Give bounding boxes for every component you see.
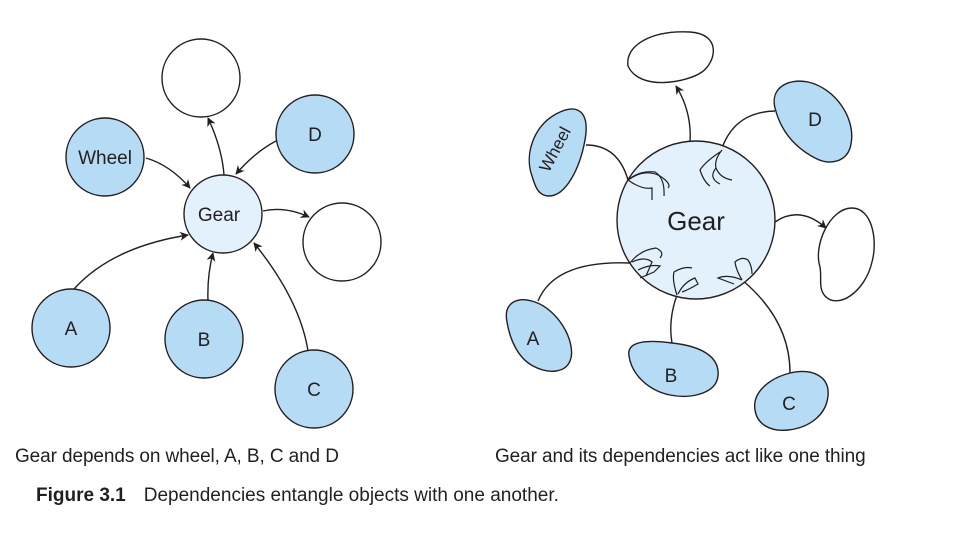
left-node-a-label: A — [65, 319, 78, 340]
right-node-c: C — [754, 370, 829, 431]
tangle-lines — [627, 149, 753, 296]
left-node-c: C — [274, 349, 354, 429]
figure-text: Dependencies entangle objects with one a… — [143, 485, 559, 506]
right-node-a-label: A — [527, 329, 540, 350]
right-diagram-caption: Gear and its dependencies act like one t… — [495, 446, 866, 467]
right-node-wheel: Wheel — [528, 108, 587, 197]
left-edges — [73, 117, 310, 352]
edge-b-tangle — [670, 294, 678, 344]
right-node-gear: Gear — [616, 140, 776, 300]
left-node-empty-right — [302, 202, 382, 282]
right-node-d: D — [773, 80, 853, 163]
figure-label: Figure 3.1 — [36, 485, 126, 506]
edge-c-to-gear — [253, 242, 309, 352]
left-node-a: A — [31, 288, 111, 368]
left-node-wheel-label: Wheel — [78, 148, 132, 169]
right-node-a: A — [505, 299, 573, 372]
left-node-c-label: C — [307, 380, 321, 401]
right-node-b: B — [628, 340, 719, 397]
left-node-wheel: Wheel — [65, 117, 145, 197]
edge-gear-to-right-blob — [774, 214, 827, 229]
left-node-empty-top — [161, 38, 241, 118]
right-node-c-label: C — [782, 394, 796, 415]
figure-caption: Figure 3.1 Dependencies entangle objects … — [36, 485, 559, 507]
edge-gear-to-right — [262, 208, 310, 218]
right-node-b-label: B — [665, 366, 678, 387]
left-node-gear-label: Gear — [198, 205, 241, 226]
right-node-empty-top — [627, 31, 714, 84]
right-node-d-label: D — [808, 110, 822, 131]
edge-gear-to-top — [207, 117, 225, 176]
left-node-d-label: D — [308, 125, 322, 146]
edge-wheel-to-gear — [145, 157, 191, 189]
left-node-b-label: B — [198, 330, 211, 351]
edge-c-tangle — [741, 279, 791, 374]
right-node-gear-label: Gear — [667, 206, 725, 236]
left-node-d: D — [275, 94, 355, 174]
edge-d-to-gear — [235, 140, 277, 175]
edge-a-to-gear — [73, 231, 189, 290]
left-diagram: Wheel D Gear A B C — [31, 38, 382, 429]
edge-wheel-tangle — [585, 144, 629, 181]
right-diagram: Gear Wheel — [505, 31, 875, 431]
left-diagram-caption: Gear depends on wheel, A, B, C and D — [15, 446, 339, 467]
right-node-empty-right — [817, 207, 875, 302]
left-node-gear: Gear — [183, 174, 263, 254]
left-node-b: B — [164, 299, 244, 379]
edge-b-to-gear — [206, 252, 216, 302]
edge-gear-to-top-blob — [675, 85, 691, 143]
edge-a-tangle — [537, 262, 631, 302]
